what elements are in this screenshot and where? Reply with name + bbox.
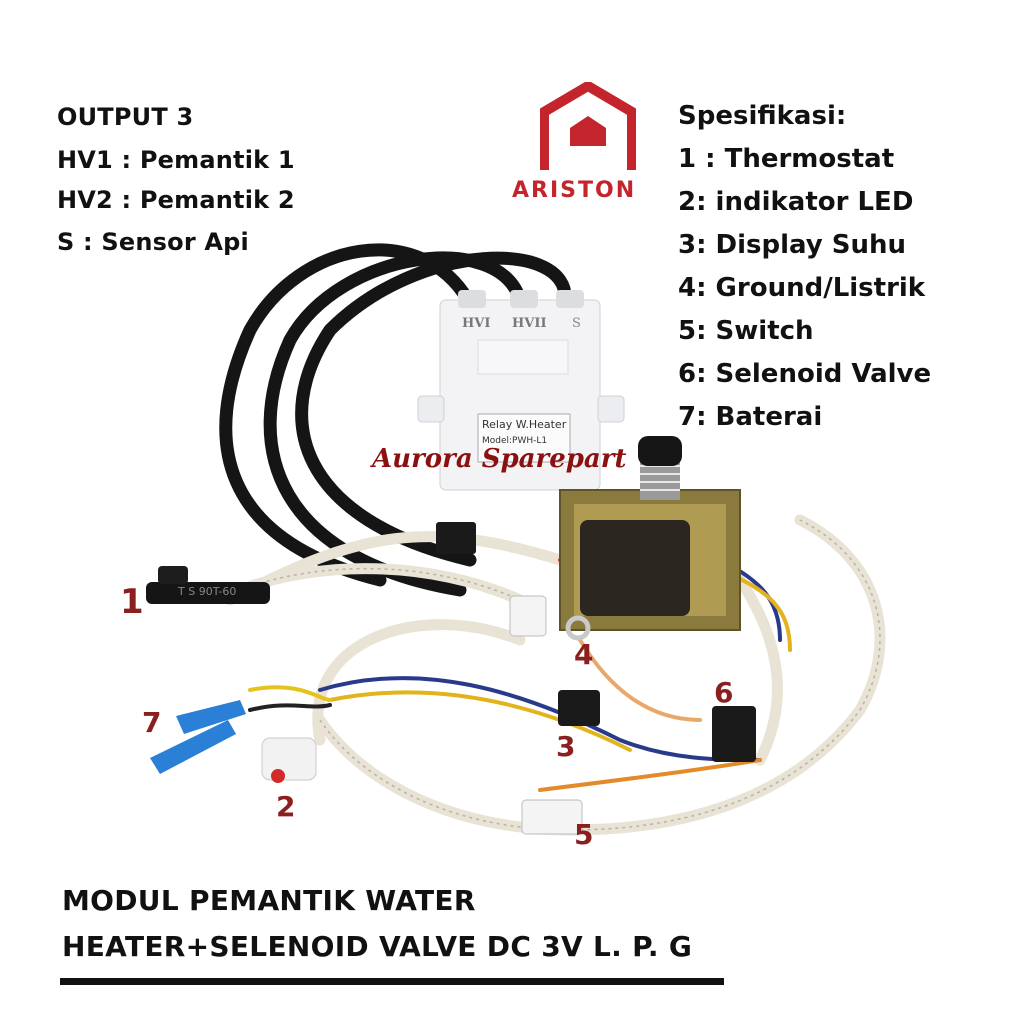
house-logo-icon [540, 82, 636, 170]
white-harness [734, 574, 783, 766]
title-underline [60, 978, 724, 985]
output-item-hv1: HV1 : Pemantik 1 [57, 146, 295, 174]
solenoid-valve [559, 436, 741, 631]
spec-item-5: 5: Switch [678, 316, 814, 346]
white-harness [312, 619, 526, 746]
spec-item-3: 3: Display Suhu [678, 230, 907, 260]
spec-heading: Spesifikasi: [678, 101, 847, 131]
connector-black-3 [436, 522, 756, 762]
module-label-s: S [572, 316, 581, 331]
spec-item-4: 4: Ground/Listrik [678, 273, 926, 303]
module-label-hv1: HVI [462, 316, 491, 331]
spec-item-1: 1 : Thermostat [678, 144, 895, 174]
module-label-model: Model:PWH-L1 [482, 436, 548, 446]
connector-white-5 [509, 595, 583, 835]
watermark: Aurora Sparepart [372, 444, 627, 474]
callout-1: 1 [120, 582, 144, 622]
title-line-1: MODUL PEMANTIK WATER [62, 884, 476, 917]
led-indicator [261, 737, 317, 783]
callout-2: 2 [276, 790, 296, 823]
spec-item-7: 7: Baterai [678, 402, 823, 432]
module-label-hv2: HVII [512, 316, 547, 331]
thermostat-probe [146, 566, 270, 604]
title-line-2: HEATER+SELENOID VALVE DC 3V L. P. G [62, 930, 693, 963]
black-cable [295, 251, 572, 567]
spec-item-2: 2: indikator LED [678, 187, 914, 217]
output-item-hv2: HV2 : Pemantik 2 [57, 186, 295, 214]
brand-name: ARISTON [512, 178, 637, 203]
white-harness [224, 531, 566, 606]
callout-3: 3 [556, 730, 576, 763]
callout-7: 7 [142, 706, 162, 739]
callout-6: 6 [714, 676, 734, 709]
battery-terminals [150, 700, 246, 774]
spec-item-6: 6: Selenoid Valve [678, 359, 932, 389]
callout-4: 4 [574, 638, 594, 671]
cable-print: T S 90T-60 [178, 585, 237, 598]
black-cable [219, 243, 475, 587]
callout-5: 5 [574, 818, 594, 851]
relay-module [417, 290, 625, 491]
output-heading: OUTPUT 3 [57, 103, 194, 131]
ground-ring [565, 615, 591, 641]
module-label-relay: Relay W.Heater [482, 418, 567, 431]
output-item-sensor: S : Sensor Api [57, 228, 249, 256]
